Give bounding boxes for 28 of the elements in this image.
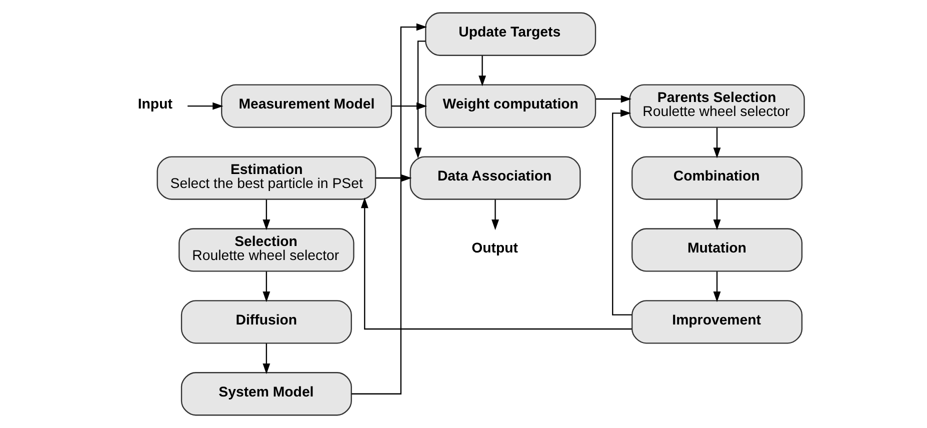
node-box: Combination bbox=[630, 156, 802, 200]
node-box: Selection Roulette wheel selector bbox=[178, 228, 354, 272]
node-box: Improvement bbox=[630, 300, 802, 344]
arrow bbox=[414, 40, 426, 158]
arrow bbox=[478, 56, 486, 86]
arrow bbox=[187, 102, 223, 110]
arrow bbox=[491, 200, 498, 230]
arrow bbox=[712, 128, 720, 158]
arrow bbox=[612, 109, 632, 316]
node-box: Data Association bbox=[409, 156, 580, 200]
arrow bbox=[712, 200, 720, 230]
arrow bbox=[595, 95, 631, 103]
node-box: Parents Selection Roulette wheel selector bbox=[628, 84, 804, 128]
node-box: Mutation bbox=[630, 228, 802, 272]
arrow bbox=[262, 200, 270, 230]
node-box: Measurement Model bbox=[220, 84, 392, 128]
node-text: Input bbox=[137, 96, 172, 112]
node-box: Diffusion bbox=[180, 300, 352, 344]
node-text: Output bbox=[471, 239, 518, 256]
arrow bbox=[262, 272, 270, 302]
node-box: Estimation Select the best particle in PSet bbox=[156, 156, 376, 200]
arrow bbox=[375, 174, 412, 182]
node-box: Weight computation bbox=[424, 84, 596, 128]
arrow bbox=[360, 198, 632, 330]
node-box: System Model bbox=[180, 372, 352, 416]
node-box: Update Targets bbox=[424, 12, 596, 56]
arrow bbox=[262, 344, 270, 374]
arrow bbox=[712, 272, 720, 302]
